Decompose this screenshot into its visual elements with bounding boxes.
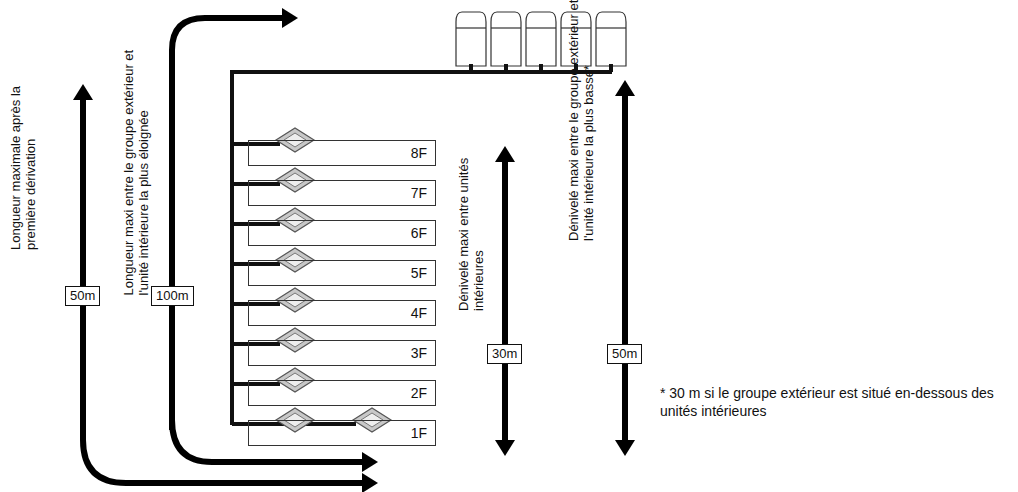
floor-label: 2F [411,386,427,400]
arrow-head [615,80,635,96]
dimension-box: 50m [607,344,642,364]
branch-pipe [232,342,280,346]
branch-pipe [232,222,280,226]
floor-box: 7F [248,180,436,206]
dimension-caption: Dénivelé maxi entre le groupe extérieur … [566,0,596,241]
floor-label: 3F [411,346,427,360]
dimension-box: 30m [487,344,522,364]
branch-pipe [232,382,280,386]
dimension-caption: Longueur maximale après la première déri… [8,80,38,250]
unit-detail [491,27,521,28]
arrow-heads [73,8,635,492]
outdoor-unit [526,12,556,66]
dimension-arrows [83,18,625,483]
floor-label: 4F [411,306,427,320]
floor-box: 8F [248,140,436,166]
arrow-shaft [172,420,365,462]
arrow-head [73,84,93,100]
dimension-box: 50m [65,286,100,306]
floor-box: 1F [248,420,436,446]
dimension-value: 100m [156,288,189,303]
floor-box: 2F [248,380,436,406]
dimension-box: 100m [151,286,194,306]
arrow-shaft [622,92,628,444]
arrow-shaft [502,158,508,444]
arrow-head [362,473,378,492]
main-pipe [232,72,612,425]
refrigerant-pipes [232,64,612,425]
indoor-cassettes [276,128,391,432]
outdoor-unit [491,12,521,66]
arrow-head [615,440,635,456]
floor-box: 3F [248,340,436,366]
unit-detail [526,27,556,28]
unit-detail [456,27,486,28]
unit-detail [596,27,626,28]
dimension-value: 50m [70,288,95,303]
arrow-shaft [172,18,284,430]
floor-box: 4F [248,300,436,326]
arrow-head [495,440,515,456]
arrow-head [495,146,515,162]
floor-box: 6F [248,220,436,246]
dimension-caption: Dénivelé maxi entre unités intérieures [456,133,486,311]
dimension-value: 30m [492,346,517,361]
arrow-head [362,452,378,472]
outdoor-units [456,12,626,66]
footnote: * 30 m si le groupe extérieur est situé … [660,384,1012,420]
floor-label: 8F [411,146,427,160]
floor-label: 6F [411,226,427,240]
outdoor-unit [596,12,626,66]
floor-box: 5F [248,260,436,286]
floor-label: 7F [411,186,427,200]
outdoor-unit [456,12,486,66]
branch-pipe [232,262,280,266]
branch-pipe [232,142,280,146]
branch-pipe [232,182,280,186]
dimension-value: 50m [612,346,637,361]
floor-label: 5F [411,266,427,280]
arrow-head [282,8,298,28]
floor-label: 1F [411,426,427,440]
branch-pipe [232,302,280,306]
dimension-caption: Longueur maxi entre le groupe extérieur … [121,41,151,296]
